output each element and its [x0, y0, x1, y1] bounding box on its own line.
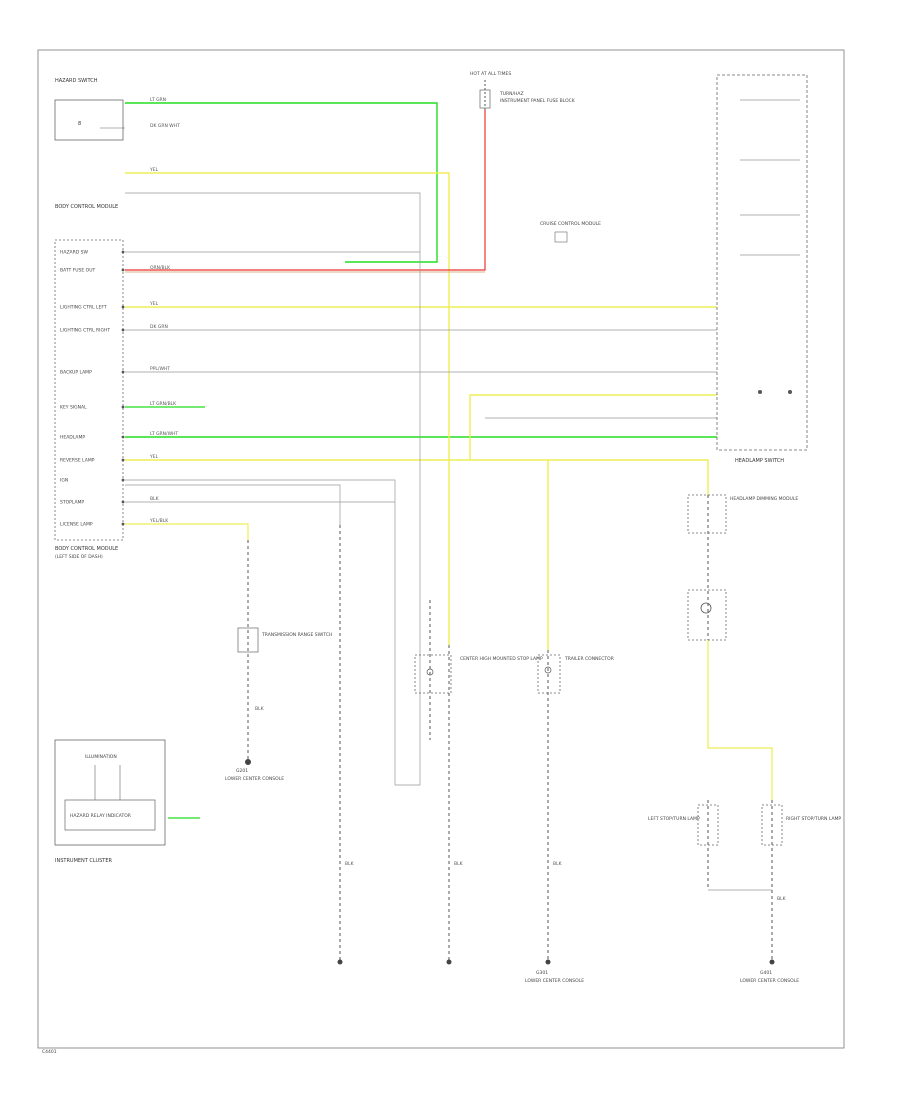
cruise-control-module: CRUISE CONTROL MODULE: [540, 221, 601, 243]
wire-gray-hazsw: [125, 192, 421, 786]
svg-text:LEFT STOP/TURN LAMP: LEFT STOP/TURN LAMP: [648, 816, 700, 822]
bcm-pin-dot: [121, 305, 125, 309]
bcm-pin-label: BACKUP LAMP: [60, 370, 92, 376]
wire-label-license: YEL/BLK: [149, 518, 169, 524]
wire-yellow-license: [125, 523, 249, 540]
wire-label-batt: ORN/BLK: [150, 265, 171, 271]
svg-text:HEADLAMP DIMMING MODULE: HEADLAMP DIMMING MODULE: [730, 496, 798, 502]
dimming-module: HEADLAMP DIMMING MODULE: [687, 494, 798, 641]
bcm-pin-label: IGN: [60, 478, 68, 484]
wire-label-headlamp: LT GRN/WHT: [150, 431, 178, 437]
bcm-pin-dot: [121, 435, 125, 439]
svg-text:TRAILER CONNECTOR: TRAILER CONNECTOR: [564, 656, 614, 662]
bcm-pin-label: LIGHTING CTRL RIGHT: [60, 328, 110, 334]
wire-yellow-reverse: [125, 459, 709, 495]
ground-g5: G401 LOWER CENTER CONSOLE: [740, 959, 799, 984]
diagram-frame: [37, 49, 845, 1049]
hazard-switch: HAZARD SWITCH 8: [54, 78, 125, 141]
wire-label-ground-3: BLK: [454, 861, 464, 867]
svg-text:LOWER CENTER CONSOLE: LOWER CENTER CONSOLE: [225, 776, 284, 782]
body-control-module: BODY CONTROL MODULE BODY CONTROL MODULE …: [54, 204, 124, 560]
wire-label-ground-1: BLK: [255, 706, 265, 712]
bcm-pin-label: LICENSE LAMP: [60, 522, 93, 528]
bcm-pin-label: KEY SIGNAL: [60, 405, 87, 411]
wire-label-reverse: YEL: [149, 454, 159, 460]
bcm-pin-label: BATT FUSE OUT: [60, 268, 96, 274]
bcm-pin-label: HEADLAMP: [60, 435, 85, 441]
wire-yellow-right: [469, 394, 717, 460]
bcm-pin-dot: [121, 405, 125, 409]
ground-g3: [446, 959, 452, 965]
bcm-pin-dot: [121, 250, 125, 254]
bcm-pin-label: HAZARD SW: [60, 250, 89, 256]
svg-text:8: 8: [78, 121, 81, 127]
bcm-pin-dot: [121, 268, 125, 272]
ground-g1: G201 LOWER CENTER CONSOLE: [225, 759, 284, 782]
svg-text:RIGHT STOP/TURN LAMP: RIGHT STOP/TURN LAMP: [786, 816, 841, 822]
transmission-range-switch: TRANSMISSION RANGE SWITCH: [237, 627, 332, 653]
bcm-pin-dot: [121, 328, 125, 332]
bcm-pin-label: STOPLAMP: [60, 500, 84, 506]
wire-green-top: [125, 102, 438, 263]
bcm-pin-label: REVERSE LAMP: [60, 458, 95, 464]
wire-label-backup: PPL/WHT: [150, 366, 170, 372]
wire-red-batt: [125, 110, 486, 271]
svg-text:LOWER CENTER CONSOLE: LOWER CENTER CONSOLE: [525, 978, 584, 984]
wire-label-ground-2: BLK: [345, 861, 355, 867]
svg-text:G401: G401: [760, 970, 772, 976]
bcm-pin-list: HAZARD SW BATT FUSE OUT LIGHTING CTRL LEFT…: [60, 250, 125, 528]
svg-text:INSTRUMENT PANEL FUSE BLOCK: INSTRUMENT PANEL FUSE BLOCK: [500, 98, 576, 104]
bcm-pin-dot: [121, 500, 125, 504]
bcm-pin-dot: [121, 458, 125, 462]
wire-label-light-right: DK GRN: [150, 324, 168, 330]
wire-gray-ign: [125, 484, 341, 525]
svg-text:CENTER HIGH MOUNTED STOP LAMP: CENTER HIGH MOUNTED STOP LAMP: [460, 656, 543, 662]
bcm-pin-label: LIGHTING CTRL LEFT: [60, 305, 107, 311]
svg-text:CRUISE CONTROL MODULE: CRUISE CONTROL MODULE: [540, 221, 601, 227]
svg-text:HOT AT ALL TIMES: HOT AT ALL TIMES: [470, 71, 511, 77]
bcm-pin-dot: [121, 478, 125, 482]
wire-label-stop: BLK: [150, 496, 160, 502]
svg-text:HEADLAMP SWITCH: HEADLAMP SWITCH: [735, 458, 784, 464]
footer-code: C4401: [42, 1049, 57, 1055]
svg-text:LOWER CENTER CONSOLE: LOWER CENTER CONSOLE: [740, 978, 799, 984]
center-stop-lamp: CENTER HIGH MOUNTED STOP LAMP: [414, 654, 543, 694]
wire-yellow-trailer: [707, 640, 773, 800]
wire-label-light-left: YEL: [149, 301, 159, 307]
turn-signal-switch: HEADLAMP SWITCH: [716, 74, 808, 464]
wire-label-hazard-sw: DK GRN WHT: [150, 123, 180, 129]
svg-text:ILLUMINATION: ILLUMINATION: [85, 754, 117, 760]
svg-text:HAZARD SWITCH: HAZARD SWITCH: [55, 78, 98, 84]
svg-text:G301: G301: [536, 970, 548, 976]
svg-text:BODY CONTROL MODULE: BODY CONTROL MODULE: [55, 546, 118, 552]
wire-label-left: YEL: [149, 167, 159, 173]
fuse-block: HOT AT ALL TIMES TURN/HAZ INSTRUMENT PAN…: [470, 71, 576, 109]
svg-text:TURN/HAZ: TURN/HAZ: [499, 91, 524, 97]
wire-label-ground-5: BLK: [777, 896, 787, 902]
wire-label-ground-4: BLK: [553, 861, 563, 867]
svg-text:TRANSMISSION RANGE SWITCH: TRANSMISSION RANGE SWITCH: [261, 632, 332, 638]
bcm-pin-dot: [121, 522, 125, 526]
svg-text:HAZARD RELAY INDICATOR: HAZARD RELAY INDICATOR: [70, 813, 131, 819]
svg-text:G201: G201: [236, 768, 248, 774]
svg-text:(LEFT SIDE OF DASH): (LEFT SIDE OF DASH): [55, 554, 103, 560]
ground-g2: [337, 959, 343, 965]
svg-text:BODY CONTROL MODULE: BODY CONTROL MODULE: [55, 204, 118, 210]
wire-yellow-left: [125, 172, 450, 645]
right-stop-lamp: RIGHT STOP/TURN LAMP: [761, 804, 841, 846]
trailer-connector: TRAILER CONNECTOR: [537, 654, 614, 694]
wire-label-hazard-top: LT GRN: [150, 97, 166, 103]
bcm-pin-dot: [121, 370, 125, 374]
ground-g4: G301 LOWER CENTER CONSOLE: [525, 959, 584, 984]
instrument-cluster: HAZARD RELAY INDICATOR ILLUMINATION INST…: [54, 739, 166, 864]
svg-text:INSTRUMENT CLUSTER: INSTRUMENT CLUSTER: [55, 858, 113, 864]
left-stop-lamp: LEFT STOP/TURN LAMP: [648, 804, 719, 846]
wire-label-key: LT GRN/BLK: [150, 401, 177, 407]
